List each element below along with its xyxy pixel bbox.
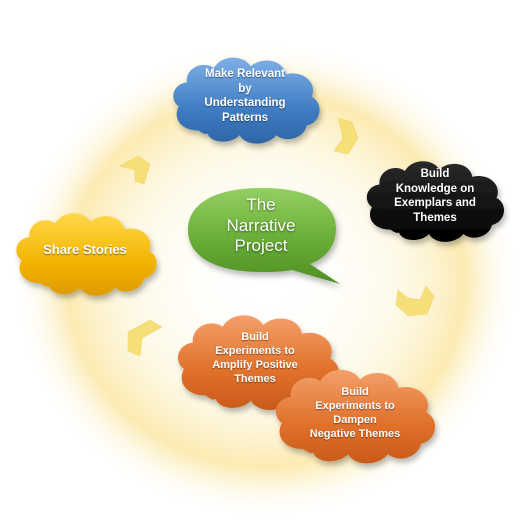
chevron-icon-top-left [119,155,151,185]
chevron-icon-bottom-left [127,319,163,357]
chevron-icon-right [395,285,435,317]
chevron-icon-top-right [333,117,359,155]
speech-bubble-center [188,188,340,284]
